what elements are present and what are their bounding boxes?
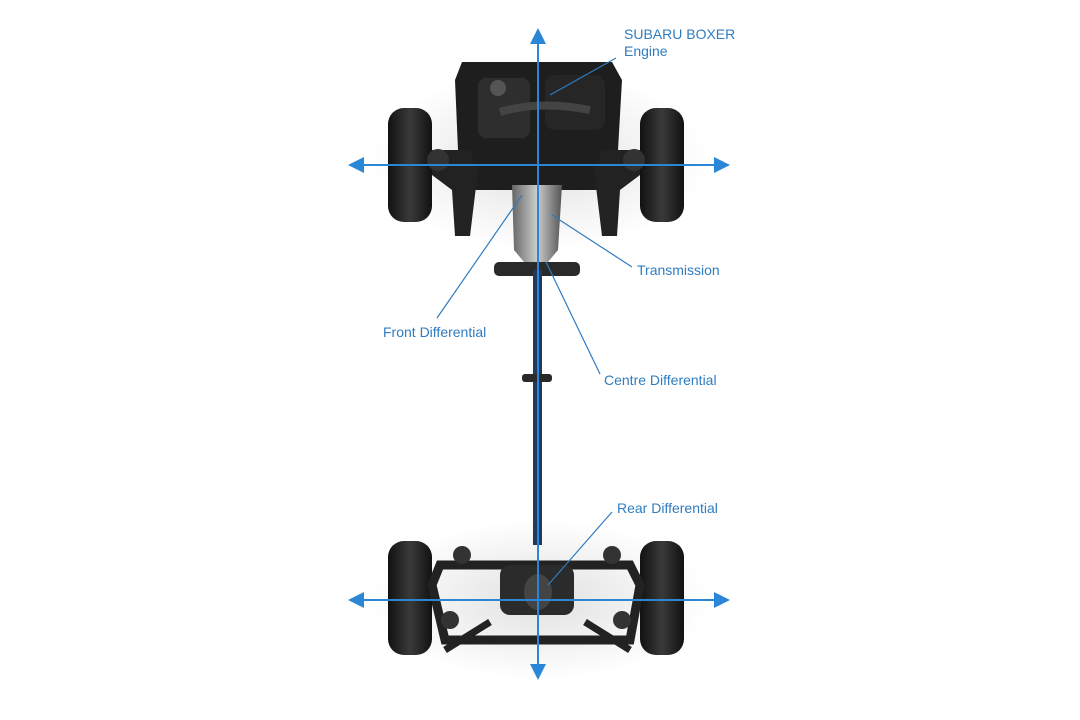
front-differential-leader [436,194,523,319]
engine-label: SUBARU BOXER Engine [624,26,735,60]
centre-differential-label: Centre Differential [604,372,717,388]
axis-arrows [348,28,730,680]
transmission-label: Transmission [637,262,720,278]
transmission-leader [551,214,633,268]
engine-label-line1: SUBARU BOXER [624,26,736,42]
leader-lines [436,57,633,586]
rear-differential-label: Rear Differential [617,500,718,516]
front-differential-label: Front Differential [383,324,487,340]
rear-right-wheel [640,541,684,655]
engine-leader [549,57,617,96]
centre-differential-leader [545,261,601,375]
rear-left-wheel [388,541,432,655]
rear-differential-leader [547,511,613,586]
engine-label-line2: Engine [624,43,668,59]
